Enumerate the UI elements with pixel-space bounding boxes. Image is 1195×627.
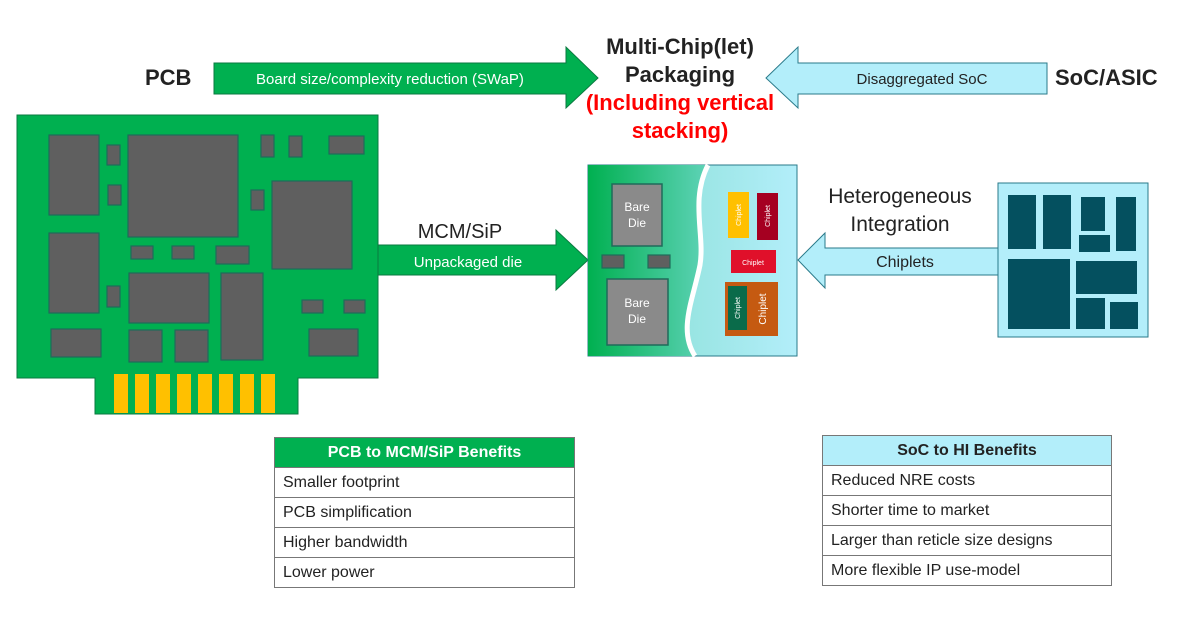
table-row: Lower power — [274, 557, 575, 588]
table-header: SoC to HI Benefits — [822, 435, 1112, 466]
table-row: Higher bandwidth — [274, 527, 575, 558]
chiplet-orange: Chiplet Chiplet — [725, 282, 778, 336]
bare-die-label: Die — [628, 312, 646, 326]
pcb-to-package-label: Board size/complexity reduction (SWaP) — [256, 71, 524, 88]
chiplet-yellow: Chiplet — [728, 192, 749, 238]
bare-die-label: Bare — [624, 296, 650, 310]
package-title: Multi-Chip(let) Packaging (Including ver… — [586, 34, 774, 143]
table-header: PCB to MCM/SiP Benefits — [274, 437, 575, 468]
chiplet-label: Chiplet — [736, 204, 743, 226]
chiplet-label: Chiplet — [765, 205, 772, 227]
pcb-benefits-table: PCB to MCM/SiP Benefits Smaller footprin… — [274, 437, 575, 588]
chiplets-arrow: Heterogeneous Integration Chiplets — [797, 185, 999, 290]
mcm-arrow: MCM/SiP Unpackaged die — [377, 221, 589, 292]
title-note-1: (Including vertical — [586, 90, 774, 115]
hi-title-2: Integration — [850, 213, 949, 236]
table-row: Smaller footprint — [274, 467, 575, 498]
pcb-label: PCB — [145, 65, 191, 90]
pcb-components — [48, 134, 366, 363]
table-row: More flexible IP use-model — [822, 555, 1112, 586]
bare-die-2: Bare Die — [606, 278, 669, 346]
soc-label: SoC/ASIC — [1055, 65, 1158, 90]
table-row: PCB simplification — [274, 497, 575, 528]
small-component — [601, 254, 625, 269]
chiplet-darkred: Chiplet — [757, 193, 778, 240]
chiplet-red: Chiplet — [731, 250, 776, 273]
mcm-label: Unpackaged die — [414, 254, 522, 271]
mcm-title: MCM/SiP — [418, 221, 502, 243]
table-row: Reduced NRE costs — [822, 465, 1112, 496]
hi-label: Chiplets — [876, 254, 934, 271]
table-row: Larger than reticle size designs — [822, 525, 1112, 556]
package: Bare Die Bare Die Chiplet Chiplet Chiple… — [587, 163, 798, 358]
title-line-2: Packaging — [625, 62, 735, 87]
bare-die-label: Die — [628, 216, 646, 230]
hi-title-1: Heterogeneous — [828, 185, 972, 208]
chiplet-label: Chiplet — [735, 297, 742, 319]
pcb-board — [16, 114, 379, 415]
title-note-2: stacking) — [632, 118, 729, 143]
chiplet-label: Chiplet — [742, 260, 764, 267]
soc-to-package-arrow: Disaggregated SoC — [765, 45, 1048, 110]
bare-die-label: Bare — [624, 200, 650, 214]
bare-die-1: Bare Die — [611, 183, 663, 247]
title-line-1: Multi-Chip(let) — [606, 34, 754, 59]
gold-fingers — [114, 374, 275, 413]
table-row: Shorter time to market — [822, 495, 1112, 526]
soc-to-package-label: Disaggregated SoC — [857, 71, 988, 88]
small-component — [647, 254, 671, 269]
soc-block — [997, 182, 1149, 338]
chiplet-label: Chiplet — [758, 293, 769, 324]
pcb-to-package-arrow: Board size/complexity reduction (SWaP) — [213, 45, 599, 110]
soc-benefits-table: SoC to HI Benefits Reduced NRE costs Sho… — [822, 435, 1112, 586]
